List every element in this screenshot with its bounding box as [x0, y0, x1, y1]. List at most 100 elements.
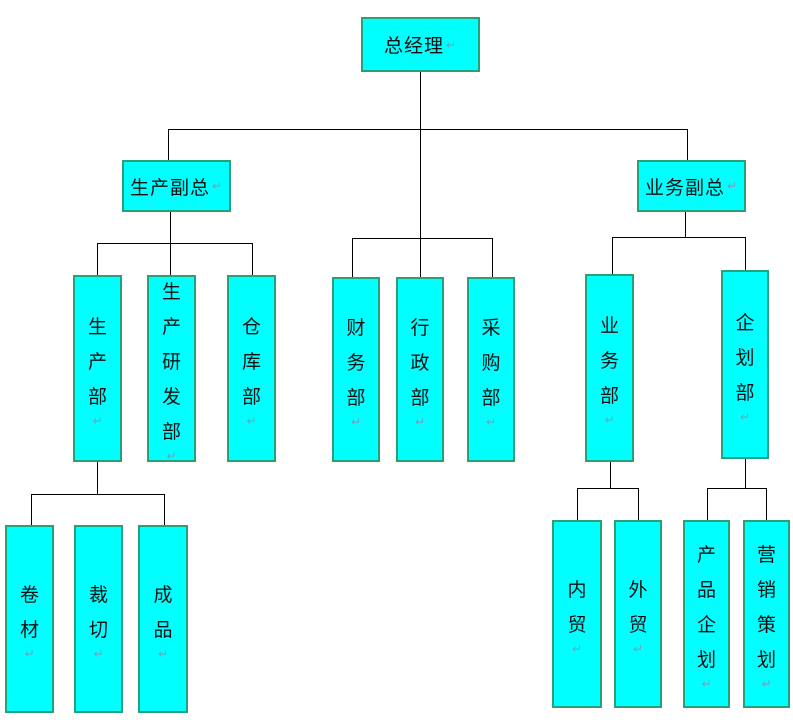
node-label-char: 销 [756, 579, 776, 601]
node-label-char: 外 [628, 579, 648, 601]
org-node-marketing-planning[interactable]: 营销策划 ↵ [743, 520, 790, 708]
connector-line [707, 488, 708, 520]
node-label-char: 营 [756, 544, 776, 566]
org-node-production-dept[interactable]: 生产部 ↵ [73, 275, 122, 462]
node-label-char: 仓 [241, 316, 261, 338]
org-node-purchasing-dept[interactable]: 采购部↵ [467, 277, 515, 462]
org-node-product-planning[interactable]: 产品企划 ↵ [683, 520, 730, 708]
node-label-char: 发 [161, 386, 181, 408]
connector-line [420, 72, 421, 238]
org-node-finance-dept[interactable]: 财务部↵ [332, 277, 380, 462]
paragraph-mark: ↵ [166, 448, 177, 463]
paragraph-mark: ↵ [211, 179, 224, 193]
node-label-char: 划 [696, 649, 716, 671]
connector-line [707, 488, 767, 489]
org-node-domestic-trade[interactable]: 内贸↵ [552, 520, 602, 708]
node-label: 总经理 [383, 36, 444, 57]
paragraph-mark: ↵ [485, 414, 497, 429]
node-label-char: 部 [735, 382, 755, 404]
node-label-char: 划 [756, 649, 776, 671]
paragraph-mark: ↵ [726, 179, 739, 193]
node-label-char: 成 [153, 584, 173, 606]
node-label-char: 产 [87, 351, 107, 373]
paragraph-mark: ↵ [739, 409, 751, 424]
node-label-char: 财 [346, 317, 366, 339]
connector-line [97, 462, 98, 494]
paragraph-mark: ↵ [157, 646, 169, 661]
node-label-char: 产 [696, 544, 716, 566]
paragraph-mark: ↵ [414, 414, 426, 429]
node-label-char: 贸 [567, 614, 587, 636]
org-node-finished-goods[interactable]: 成品 ↵ [138, 525, 188, 713]
node-label: 业务副总 [644, 177, 725, 199]
node-label-char: 部 [346, 387, 366, 409]
node-label-char: 行 [410, 317, 430, 339]
paragraph-mark: ↵ [571, 641, 583, 656]
org-node-admin-dept[interactable]: 行政部 ↵ [396, 277, 444, 462]
connector-line [420, 238, 421, 277]
org-node-warehouse-dept[interactable]: 仓库部 ↵ [227, 275, 276, 462]
connector-line [97, 243, 253, 244]
node-label-char: 部 [410, 387, 430, 409]
node-label-char: 材 [19, 619, 39, 641]
node-label-char: 策 [756, 614, 776, 636]
connector-line [638, 488, 639, 520]
org-node-foreign-trade[interactable]: 外贸 ↵ [614, 520, 662, 708]
org-node-production-vp[interactable]: 生产副总↵ [122, 160, 231, 212]
connector-line [168, 129, 688, 130]
node-label-char: 生 [87, 316, 107, 338]
paragraph-mark: ↵ [761, 676, 772, 691]
paragraph-mark: ↵ [246, 413, 257, 428]
node-label-char: 部 [161, 421, 181, 443]
node-label-char: 划 [735, 347, 755, 369]
node-label-char: 生 [161, 281, 181, 303]
node-label: 生产副总 [129, 177, 210, 199]
org-node-business-vp[interactable]: 业务副总↵ [637, 160, 746, 212]
org-node-production-rd-dept[interactable]: 生产研发部↵ [147, 275, 196, 462]
node-label-char: 产 [161, 316, 181, 338]
connector-line [168, 129, 169, 160]
node-label-char: 裁 [88, 584, 108, 606]
connector-line [745, 459, 746, 488]
connector-line [577, 488, 639, 489]
paragraph-mark: ↵ [92, 413, 103, 428]
node-label-char: 企 [735, 312, 755, 334]
node-label-char: 务 [599, 351, 619, 372]
connector-line [352, 238, 493, 239]
node-label-char: 企 [696, 614, 716, 636]
paragraph-mark: ↵ [632, 641, 644, 656]
connector-line [577, 488, 578, 520]
node-label-char: 部 [241, 386, 261, 408]
org-node-general-manager[interactable]: 总经理↵ [361, 17, 480, 72]
node-label-char: 购 [481, 352, 501, 374]
node-label-char: 库 [241, 351, 261, 373]
connector-line [164, 494, 165, 525]
connector-line [685, 212, 686, 237]
node-label-char: 政 [410, 352, 430, 374]
node-label-char: 部 [87, 386, 107, 408]
connector-line [352, 238, 353, 277]
org-node-business-dept[interactable]: 业务部↵ [585, 274, 634, 462]
node-label-char: 部 [481, 387, 501, 409]
paragraph-mark: ↵ [445, 37, 458, 52]
node-label-char: 部 [599, 386, 619, 407]
paragraph-mark: ↵ [93, 646, 104, 661]
node-label-char: 卷 [19, 584, 39, 606]
node-label-char: 贸 [628, 614, 648, 636]
connector-line [612, 237, 746, 238]
connector-line [31, 494, 165, 495]
org-node-planning-dept[interactable]: 企划部 ↵ [721, 270, 769, 459]
node-label-char: 切 [88, 619, 108, 641]
org-node-cutting[interactable]: 裁切 ↵ [74, 525, 123, 713]
paragraph-mark: ↵ [701, 676, 712, 691]
connector-line [687, 129, 688, 160]
connector-line [31, 494, 32, 525]
org-node-coil-material[interactable]: 卷材↵ [5, 525, 54, 713]
connector-line [745, 237, 746, 270]
node-label-char: 品 [153, 619, 173, 641]
connector-line [612, 237, 613, 274]
node-label-char: 品 [696, 579, 716, 601]
paragraph-mark: ↵ [604, 413, 615, 427]
connector-line [97, 243, 98, 275]
